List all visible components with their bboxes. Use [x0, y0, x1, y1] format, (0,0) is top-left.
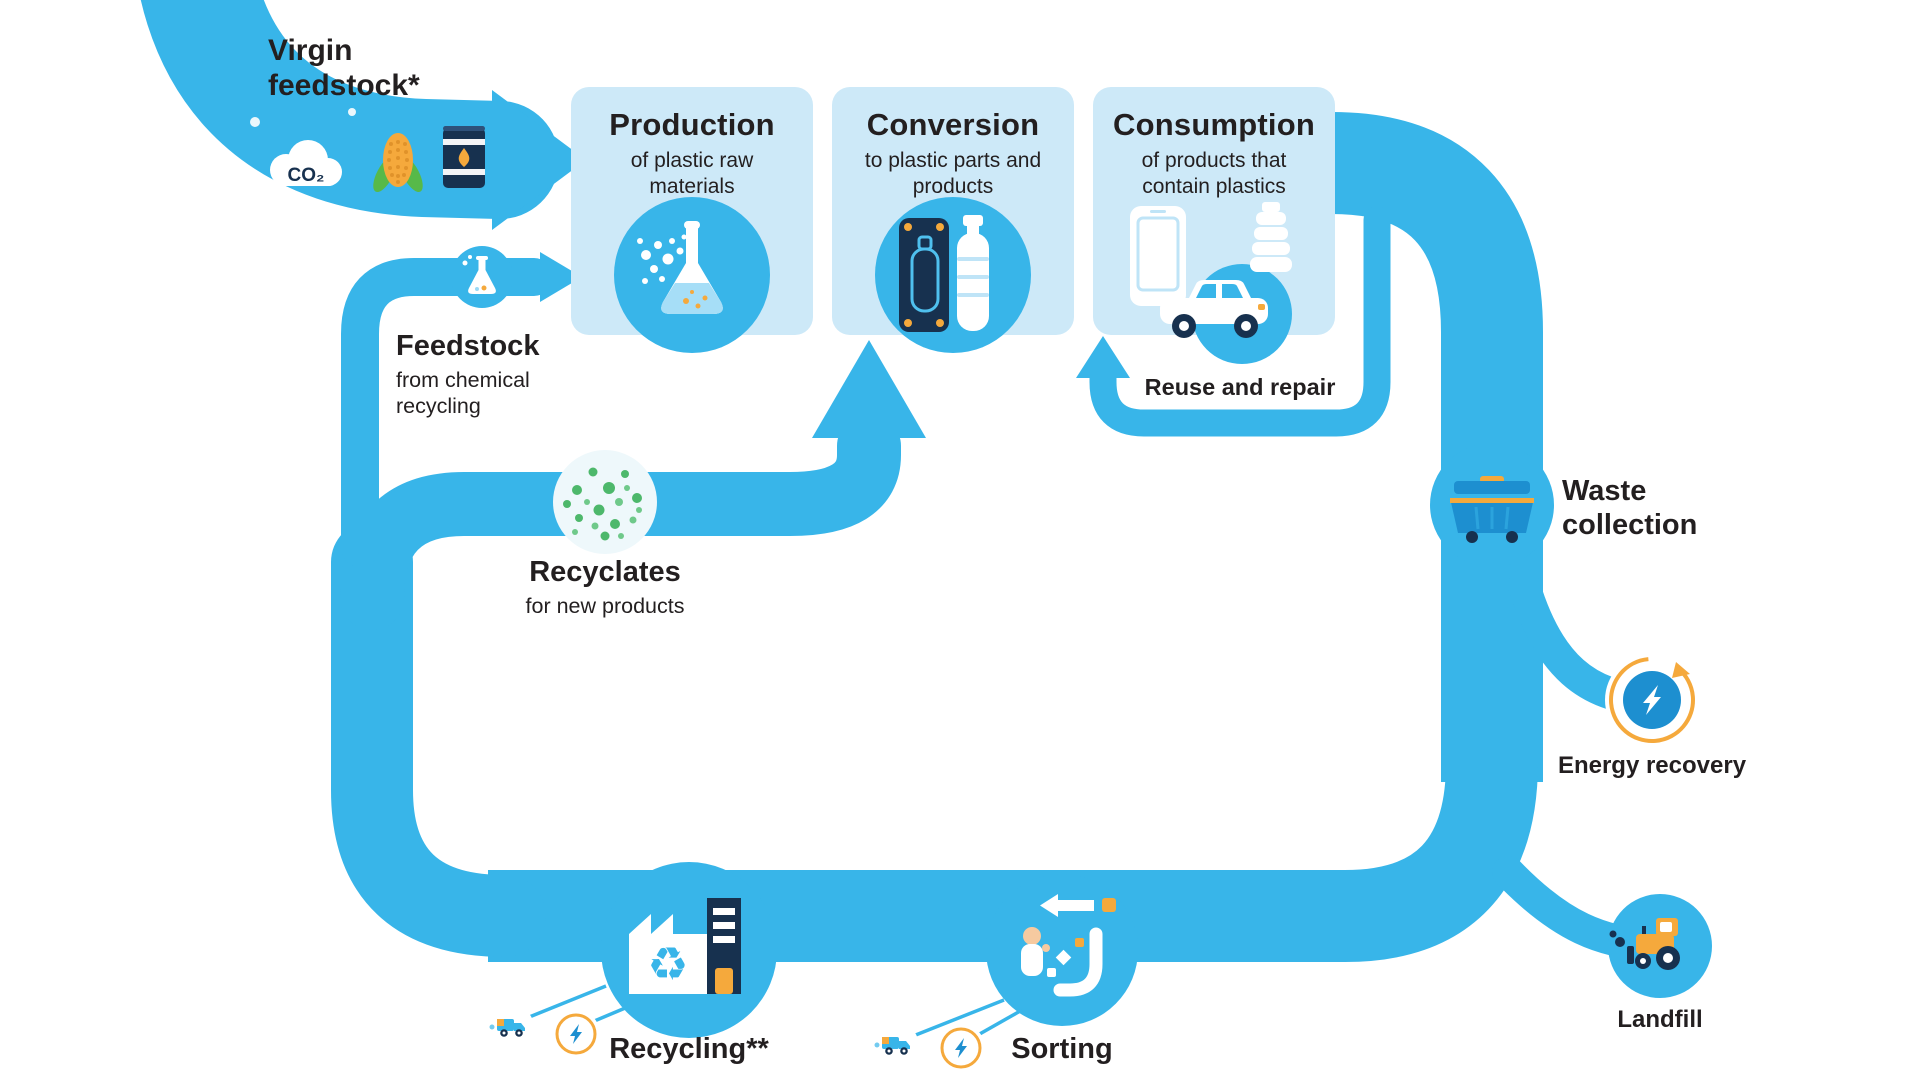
stage-consumption: Consumption of products that contain pla… — [1093, 87, 1335, 364]
recyclates-arrowhead — [812, 340, 926, 438]
collapsible-bottle-icon — [1250, 202, 1292, 272]
recyclates-subtitle: for new products — [525, 594, 685, 618]
bottle-mold-icon — [875, 197, 1031, 353]
waste-collection-icon — [1430, 443, 1554, 567]
recyclates-icon — [553, 450, 657, 554]
reuse-repair-label: Reuse and repair — [1144, 374, 1336, 400]
oil-barrel-icon — [443, 126, 485, 188]
chemical-feedstock-arrowhead — [540, 252, 582, 302]
virgin-feedstock-label: Virgin feedstock* — [268, 34, 420, 102]
recycle-symbol: ♻ — [647, 937, 688, 991]
smartphone-icon — [1130, 206, 1186, 306]
plastic-products-icon — [1130, 202, 1292, 364]
energy-recovery-icon — [1605, 653, 1699, 747]
chemical-flask-icon — [451, 246, 513, 308]
reuse-repair-arrowhead — [1076, 336, 1130, 378]
co2-label: CO₂ — [288, 165, 325, 186]
flow-waste-to-sorting — [488, 760, 1538, 962]
landfill-icon — [1608, 894, 1712, 998]
landfill-label: Landfill — [1617, 1006, 1703, 1033]
flask-icon — [614, 197, 770, 353]
recyclates-flow-band — [340, 414, 901, 630]
stage-conversion: Conversion to plastic parts and products — [832, 87, 1074, 353]
virgin-feedstock-flow-band — [140, 0, 559, 219]
sorting-label: Sorting — [1011, 1033, 1113, 1065]
flow-recycling-up — [331, 521, 546, 957]
sorting-truck-icon — [871, 1022, 919, 1070]
production-title: Production — [609, 107, 775, 142]
co2-cloud-icon: CO₂ — [270, 140, 342, 186]
chemical-feedstock-band — [341, 258, 553, 567]
sorting-icon — [986, 874, 1138, 1026]
recycling-truck-icon — [486, 1004, 534, 1052]
energy-recovery-label: Energy recovery — [1557, 752, 1747, 779]
stage-production: Production of plastic raw materials — [571, 87, 813, 353]
virgin-feedstock-arrowhead — [492, 90, 586, 230]
recycling-icon: ♻ — [601, 862, 777, 1038]
conversion-title: Conversion — [866, 107, 1040, 142]
chemical-feedstock-title: Feedstock — [396, 330, 540, 362]
consumption-subtitle: of products that contain plastics — [1141, 149, 1287, 198]
reuse-repair-loop-band — [1089, 206, 1391, 437]
production-subtitle: of plastic raw materials — [630, 149, 754, 198]
consumption-title: Consumption — [1113, 107, 1315, 142]
recycling-label: Recycling** — [609, 1033, 769, 1065]
waste-collection-label: Waste collection — [1562, 475, 1698, 542]
bubble-decoration — [243, 108, 532, 308]
flow-consumption-to-waste — [1245, 112, 1543, 782]
chemical-feedstock-label: Feedstock from chemical recycling — [396, 330, 551, 419]
chemical-feedstock-subtitle: from chemical recycling — [396, 368, 530, 419]
conversion-subtitle: to plastic parts and products — [864, 149, 1042, 198]
recyclates-title: Recyclates — [529, 556, 681, 588]
car-icon — [1160, 280, 1268, 338]
recyclates-label: Recyclates for new products — [495, 556, 715, 619]
corn-icon — [373, 133, 423, 193]
